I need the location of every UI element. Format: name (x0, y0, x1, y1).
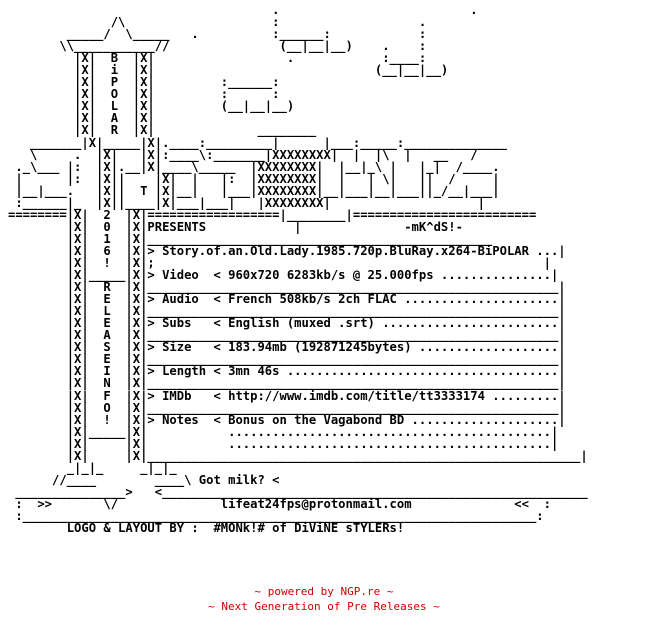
nfo-line: |X| P |X| :______: (8, 75, 280, 90)
nfo-line: |X|_____|X| ............................… (8, 424, 559, 439)
nfo-line: |X| 6 |X|> Story.of.an.Old.Lady.1985.720… (8, 243, 566, 258)
nfo-line: |X| ! |X|; | (8, 255, 551, 270)
nfo-line: |X| |X|_________________________________… (8, 448, 588, 463)
nfo-line: |X| B |X| . :____: (8, 51, 427, 66)
nfo-line: |X| O |X|_______________________________… (8, 400, 566, 415)
nfo-line: |X| |X| ................................… (8, 436, 559, 451)
nfo-line: _______________> <______________________… (8, 484, 588, 499)
nfo-line: |X| i |X| (__|__|__) (8, 63, 449, 78)
nfo-line: |X| F |X|> IMDb < http://www.imdb.com/ti… (8, 388, 566, 403)
nfo-line: |X| N |X|_______________________________… (8, 376, 566, 391)
nfo-line: _|_|_ _|_|_ (8, 460, 177, 475)
nfo-line: |X| A |X| (8, 111, 155, 126)
nfo-line: |X|_____|X|> Video < 960x720 6283kb/s @ … (8, 268, 559, 283)
nfo-line: |X| I |X|> Length < 3mn 46s ............… (8, 364, 566, 379)
nfo-line: |X| 0 |X|PRESENTS | -mK^dS!- (8, 219, 463, 234)
nfo-line: |X| O |X| : : (8, 87, 280, 102)
footer-tagline: ~ Next Generation of Pre Releases ~ (208, 600, 440, 613)
nfo-line: LOGO & LAYOUT BY : #MONk!# of DiViNE sTY… (8, 521, 405, 536)
nfo-line: |X| E |X|> Subs < English (muxed .srt) .… (8, 316, 566, 331)
nfo-line: //____ ____\ Got milk? < (8, 472, 280, 487)
nfo-line: _______|X|_____|X|.____:_________| |___:… (8, 135, 507, 150)
nfo-line: : >> \/ lifeat24fps@protonmail.com << : (8, 496, 551, 511)
nfo-line: |X| L |X| (__|__|__) (8, 99, 295, 114)
nfo-line: | |: |X|| |X| | |: |XXXXXXXX| | | \| || … (8, 171, 500, 186)
nfo-line: :_______________________________________… (8, 508, 544, 523)
nfo-line: ._\___ |: |X|.__|X|____\_____ |XXXXXXXX|… (8, 159, 500, 174)
nfo-line: |X| L |X|_______________________________… (8, 304, 566, 319)
nfo-line: \\___________// (__|__|__) . : (8, 39, 427, 54)
nfo-text-block: . . /\ : . _____/ \_____ . :______: : \\… (8, 4, 588, 534)
footer: ~ powered by NGP.re ~ ~ Next Generation … (0, 584, 648, 614)
nfo-line: . . (8, 3, 478, 17)
nfo-line: \ . |X| |X|:____\:_______|XXXXXXXX| | |\… (8, 147, 478, 162)
nfo-line: |X| E |X|_______________________________… (8, 352, 566, 367)
nfo-line: |X| A |X|_______________________________… (8, 328, 566, 343)
footer-powered-by: ~ powered by NGP.re ~ (254, 585, 394, 598)
nfo-line: |X| E |X|> Audio < French 508kb/s 2ch FL… (8, 292, 566, 307)
nfo-line: |X| S |X|> Size < 183.94mb (192871245byt… (8, 340, 566, 355)
nfo-line: _____/ \_____ . :______: : (8, 27, 427, 42)
nfo-line: |X| 1 |X|_______________________________… (8, 231, 493, 246)
nfo-line: |X| R |X|_______________________________… (8, 280, 566, 295)
nfo-line: |X| R |X| ________ (8, 123, 317, 138)
nfo-line: :______|_ |X||____|X|___|___| |XXXXXXXX|… (8, 195, 485, 210)
nfo-line: |X| ! |X|> Notes < Bonus on the Vagabond… (8, 412, 566, 427)
nfo-line: ========|X| 2 |X|==================|____… (8, 207, 537, 222)
nfo-line: |__|___. |X|| T |X|__| |___|XXXXXXXX|__|… (8, 183, 500, 198)
nfo-line: /\ : . (8, 15, 427, 30)
